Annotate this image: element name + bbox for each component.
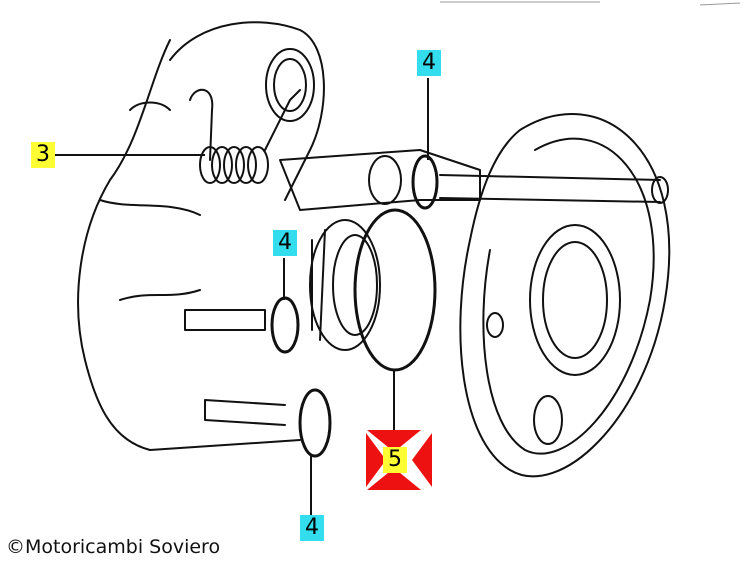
copyright-text: ©Motoricambi Soviero — [6, 536, 221, 558]
red-marker-icon — [366, 430, 432, 490]
callout-4-middle: 4 — [273, 230, 297, 256]
shaft-body — [279, 149, 481, 211]
shaft-collar — [368, 155, 402, 205]
callout-5: 5 — [383, 447, 407, 473]
stud-upper — [184, 309, 266, 331]
spring-wire — [189, 88, 214, 161]
callout-3: 3 — [31, 142, 55, 168]
cover-plate-hole-2 — [486, 312, 504, 338]
shaft-rod — [439, 174, 661, 203]
engine-casing-outline — [77, 39, 301, 451]
spring-arm — [264, 89, 301, 151]
engine-casing-inner — [99, 199, 201, 301]
gasket-ring — [353, 208, 437, 372]
lever-bracket — [169, 21, 325, 201]
callout-4-top: 4 — [417, 50, 441, 76]
oring-top — [411, 154, 439, 210]
bearing-inner — [332, 234, 378, 336]
oring-bottom — [298, 388, 332, 458]
lever-bracket-hole-inner — [273, 58, 307, 112]
callout-4-bottom: 4 — [300, 515, 324, 541]
stud-lower — [204, 399, 286, 426]
shaft-end — [651, 176, 669, 204]
oring-middle — [270, 296, 300, 354]
lever-bracket-hole — [265, 48, 315, 122]
cover-plate-bore — [529, 224, 621, 376]
bearing-outer — [309, 219, 381, 351]
cover-plate — [459, 113, 671, 478]
cover-plate-bore-inner — [542, 241, 608, 359]
spring-hook — [129, 101, 171, 111]
cover-plate-rim — [482, 137, 655, 455]
scan-artifact — [440, 1, 741, 6]
cover-plate-hole — [533, 395, 563, 445]
bearing-cage — [311, 229, 326, 341]
spring-coil — [199, 146, 269, 184]
